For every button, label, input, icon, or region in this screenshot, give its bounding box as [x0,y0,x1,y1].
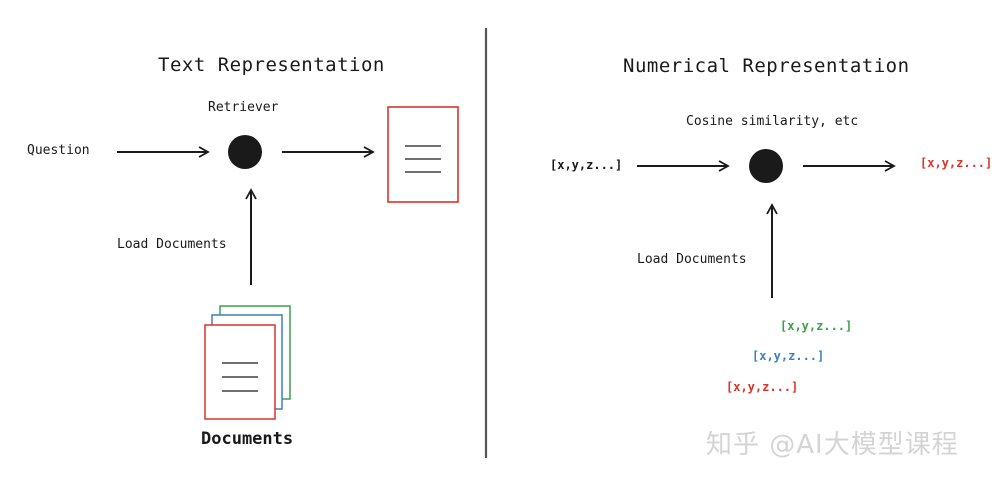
doc-vector-green: [x,y,z...] [780,319,853,333]
right-load-documents-label: Load Documents [637,252,747,267]
input-vector: [x,y,z...] [550,158,623,172]
retriever-label: Retriever [208,100,279,115]
doc-vector-red: [x,y,z...] [726,380,799,394]
left-panel-title: Text Representation [158,54,385,76]
right-panel-title: Numerical Representation [623,55,910,77]
left-load-documents-label: Load Documents [117,237,227,252]
retriever-node [228,135,262,169]
result-document [387,106,459,203]
document-stack [204,305,291,420]
similarity-node [749,149,783,183]
watermark: 知乎 @AI大模型课程 [706,430,959,460]
doc-vector-blue: [x,y,z...] [752,349,825,363]
similarity-label: Cosine similarity, etc [686,114,859,129]
output-vector: [x,y,z...] [920,156,993,170]
question-label: Question [27,143,90,158]
documents-caption: Documents [201,429,294,449]
